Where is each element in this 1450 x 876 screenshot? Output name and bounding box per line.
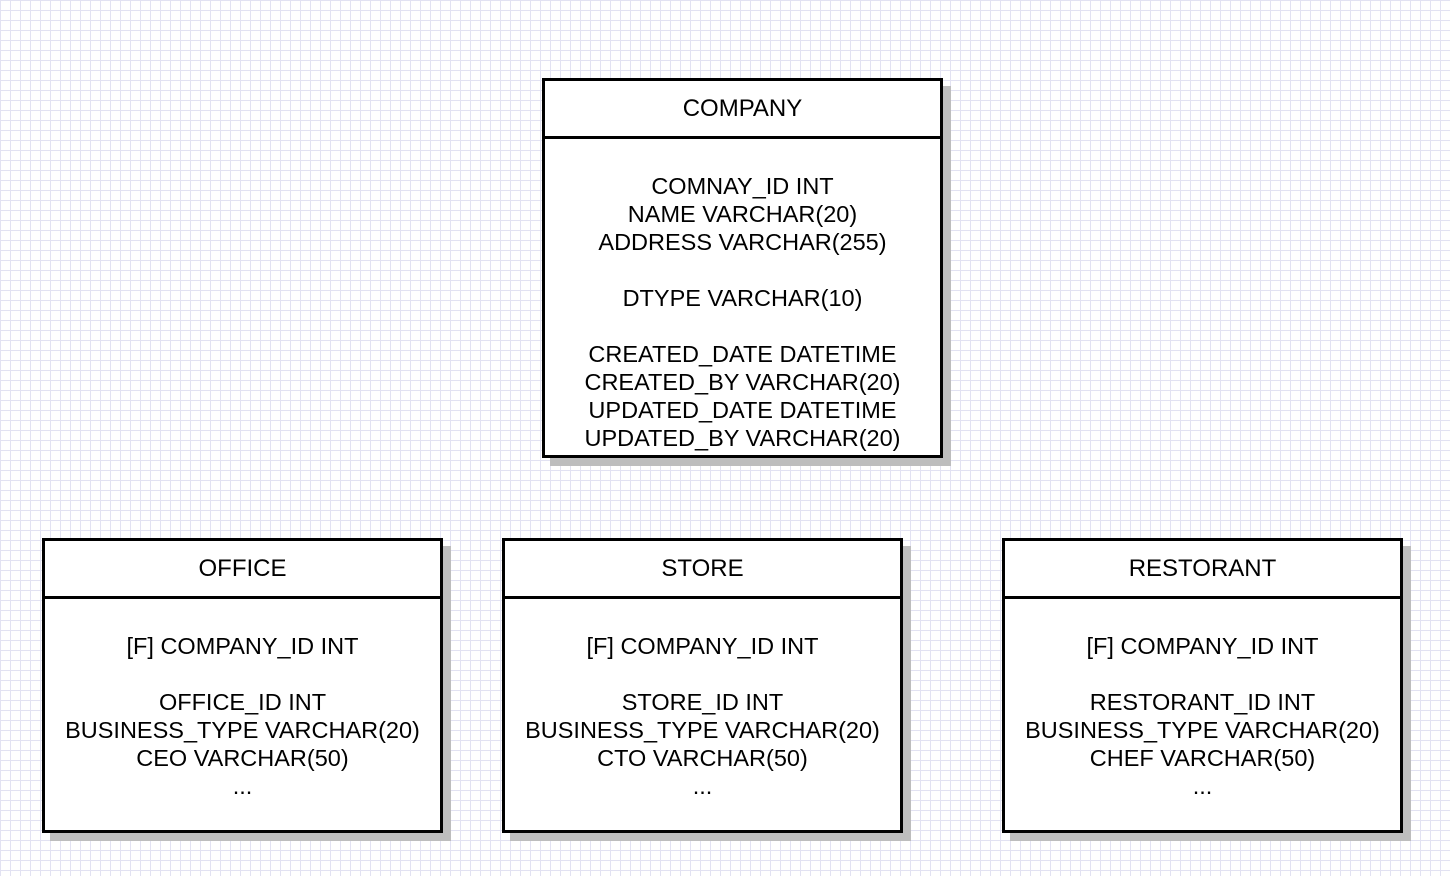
- entity-field: RESTORANT_ID INT: [1089, 689, 1316, 715]
- entity-field: [F] COMPANY_ID INT: [586, 633, 819, 659]
- entity-title: RESTORANT: [1005, 541, 1400, 599]
- entity-field: UPDATED_BY VARCHAR(20): [584, 425, 901, 451]
- entity-title: OFFICE: [45, 541, 440, 599]
- entity-field: BUSINESS_TYPE VARCHAR(20): [65, 717, 420, 743]
- entity-title: COMPANY: [545, 81, 940, 139]
- field-group-spacer: [1005, 660, 1400, 688]
- entity-field: CREATED_BY VARCHAR(20): [584, 369, 901, 395]
- entity-field: ...: [232, 773, 253, 799]
- field-group-spacer: [545, 312, 940, 340]
- entity-field: BUSINESS_TYPE VARCHAR(20): [525, 717, 880, 743]
- entity-restorant[interactable]: RESTORANT [F] COMPANY_ID INT RESTORANT_ID…: [1002, 538, 1403, 833]
- entity-field: COMNAY_ID INT: [651, 173, 834, 199]
- entity-field: OFFICE_ID INT: [158, 689, 327, 715]
- entity-field: ADDRESS VARCHAR(255): [598, 229, 887, 255]
- entity-title: STORE: [505, 541, 900, 599]
- entity-field: [F] COMPANY_ID INT: [126, 633, 359, 659]
- entity-field: CHEF VARCHAR(50): [1089, 745, 1316, 771]
- field-group-spacer: [45, 660, 440, 688]
- entity-field: UPDATED_DATE DATETIME: [588, 397, 897, 423]
- field-group-spacer: [505, 660, 900, 688]
- entity-field: DTYPE VARCHAR(10): [622, 285, 863, 311]
- entity-field: [F] COMPANY_ID INT: [1086, 633, 1319, 659]
- entity-field: CTO VARCHAR(50): [597, 745, 808, 771]
- entity-field: STORE_ID INT: [621, 689, 784, 715]
- entity-field: CEO VARCHAR(50): [136, 745, 349, 771]
- entity-field: NAME VARCHAR(20): [627, 201, 858, 227]
- field-group-spacer: [545, 256, 940, 284]
- entity-field: BUSINESS_TYPE VARCHAR(20): [1025, 717, 1380, 743]
- entity-field: CREATED_DATE DATETIME: [588, 341, 897, 367]
- entity-field: ...: [692, 773, 713, 799]
- entity-field: ...: [1192, 773, 1213, 799]
